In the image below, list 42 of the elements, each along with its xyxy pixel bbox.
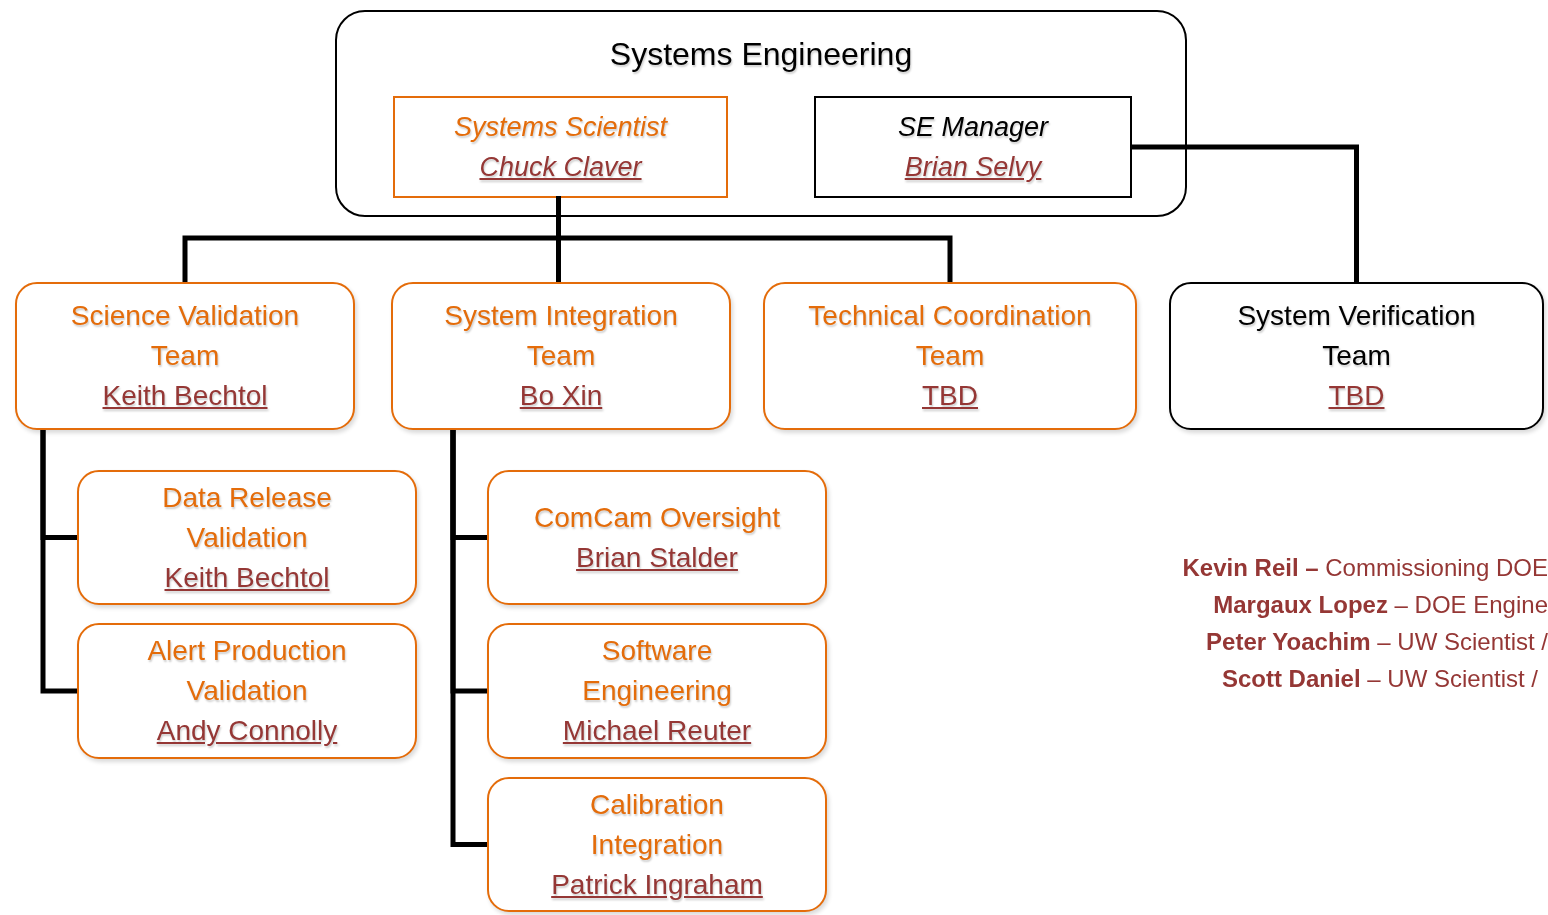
org-box bbox=[15, 282, 355, 430]
org-box bbox=[487, 623, 827, 759]
group-heading: Systems Engineering bbox=[609, 35, 913, 74]
team-title: Technical Coordination Team bbox=[807, 299, 1093, 373]
person-name: Michael Reuter bbox=[562, 714, 752, 748]
org-box bbox=[393, 96, 728, 198]
org-box bbox=[487, 470, 827, 605]
staff-note: Margaux Lopez – DOE Engine bbox=[1212, 590, 1548, 620]
staff-note: Kevin Reil – Commissioning DOE bbox=[1181, 553, 1548, 583]
person-name: Keith Bechtol bbox=[164, 560, 330, 595]
connector-line bbox=[1130, 144, 1359, 282]
person-name: TBD bbox=[1328, 379, 1385, 413]
connector-line bbox=[450, 430, 487, 847]
connector-line bbox=[40, 430, 77, 694]
team-title: Data Release Validation bbox=[161, 480, 333, 555]
staff-note: Scott Daniel – UW Scientist / bbox=[1220, 664, 1538, 694]
team-title: Software Engineering bbox=[581, 634, 733, 708]
team-title: Alert Production Validation bbox=[146, 634, 348, 708]
person-name: Brian Selvy bbox=[904, 151, 1042, 184]
team-title: Systems Scientist bbox=[453, 111, 668, 144]
team-title: Science Validation Team bbox=[69, 299, 301, 373]
person-name: Bo Xin bbox=[519, 379, 603, 413]
person-name: TBD bbox=[922, 379, 978, 413]
staff-note: Peter Yoachim – UW Scientist / bbox=[1205, 627, 1548, 657]
person-name: Keith Bechtol bbox=[102, 379, 268, 413]
person-name: Brian Stalder bbox=[576, 540, 738, 575]
person-name: Andy Connolly bbox=[156, 714, 338, 748]
org-box bbox=[763, 282, 1137, 430]
team-title: Calibration Integration bbox=[589, 787, 725, 862]
org-box bbox=[391, 282, 731, 430]
person-name: Patrick Ingraham bbox=[551, 867, 763, 902]
team-title: System Integration Team bbox=[443, 299, 679, 373]
org-box bbox=[77, 623, 417, 759]
org-box bbox=[487, 777, 827, 912]
org-box bbox=[814, 96, 1132, 198]
person-name: Chuck Claver bbox=[479, 151, 642, 184]
org-box bbox=[335, 10, 1187, 217]
org-box bbox=[1169, 282, 1544, 430]
team-title: System Verification Team bbox=[1236, 299, 1477, 373]
org-box bbox=[77, 470, 417, 605]
team-title: SE Manager bbox=[897, 111, 1049, 144]
team-title: ComCam Oversight bbox=[534, 500, 780, 535]
